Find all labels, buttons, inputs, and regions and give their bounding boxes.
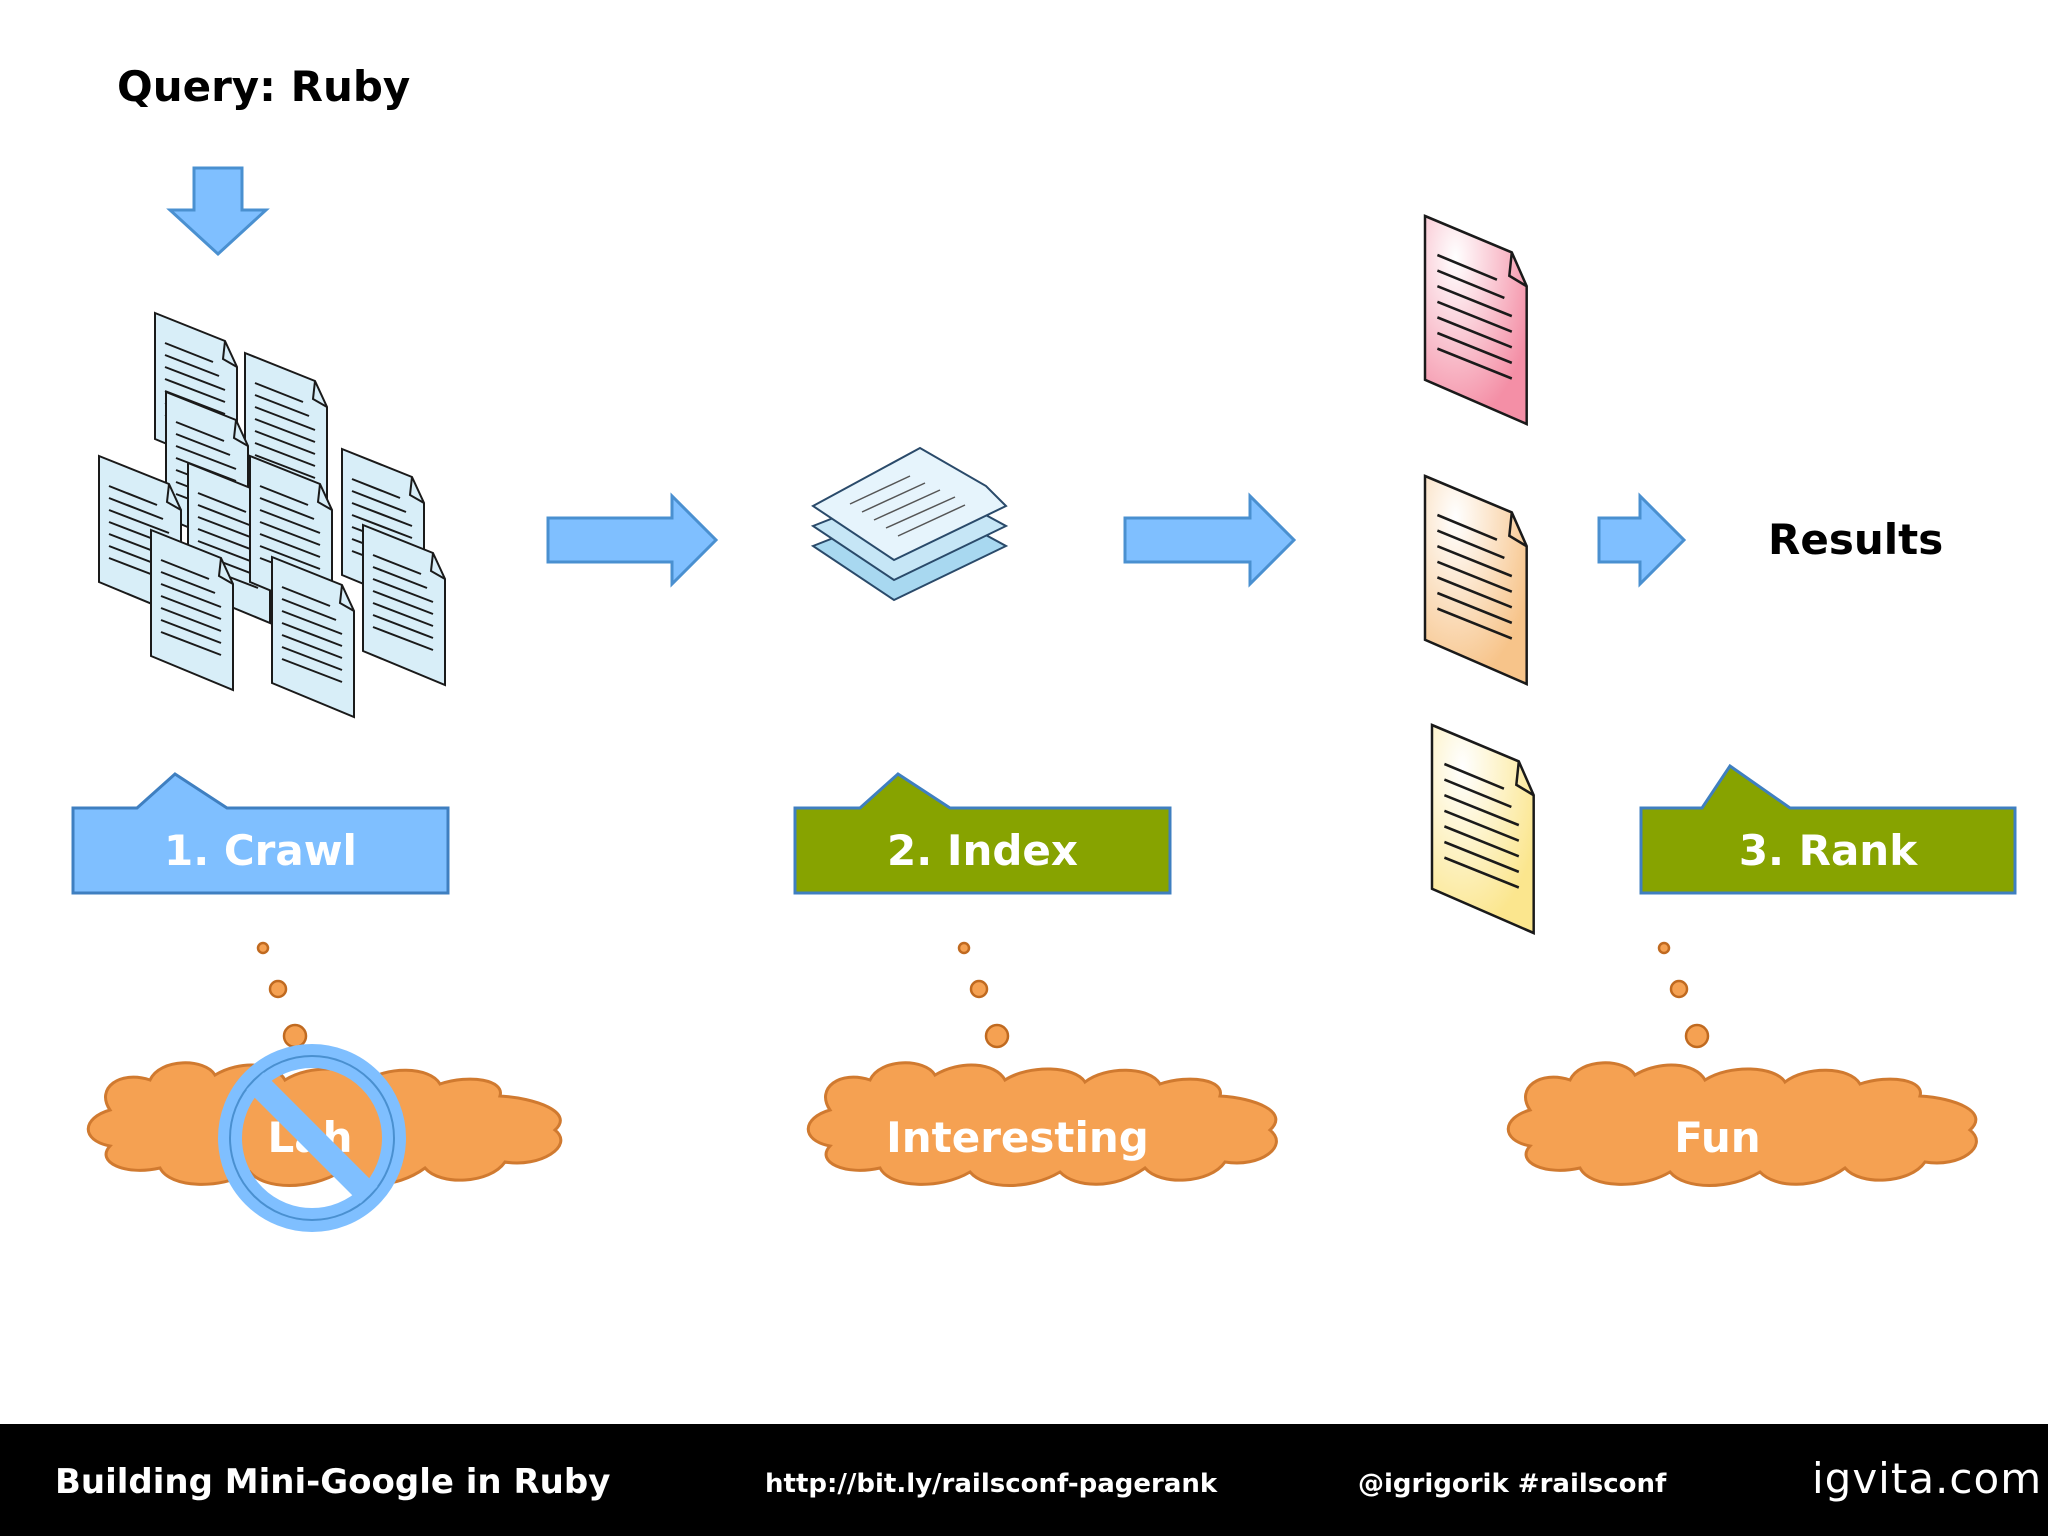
step-rank-box xyxy=(1639,763,2017,895)
footer-url-link[interactable]: http://bit.ly/railsconf-pagerank xyxy=(765,1469,1218,1499)
cloud-rank xyxy=(1506,1061,1978,1187)
footer-handle: @igrigorik #railsconf xyxy=(1358,1469,1667,1499)
right-arrow-icon xyxy=(1123,492,1297,588)
footer-brand-logo: igvita.com xyxy=(1812,1454,2043,1503)
footer-bar xyxy=(0,1424,2048,1536)
index-stack-icon xyxy=(810,446,1009,602)
step-index-box xyxy=(793,772,1172,895)
cloud-index xyxy=(806,1061,1278,1187)
cloud-crawl xyxy=(86,1061,563,1187)
footer-title: Building Mini-Google in Ruby xyxy=(55,1462,611,1502)
thought-clouds xyxy=(86,1061,1978,1187)
thought-dots xyxy=(256,941,1710,1049)
prohibited-icon xyxy=(218,1044,406,1232)
right-arrow-icon xyxy=(546,492,719,588)
down-arrow-icon xyxy=(166,166,270,257)
step-crawl-box xyxy=(71,772,450,895)
right-arrow-icon xyxy=(1597,492,1687,588)
